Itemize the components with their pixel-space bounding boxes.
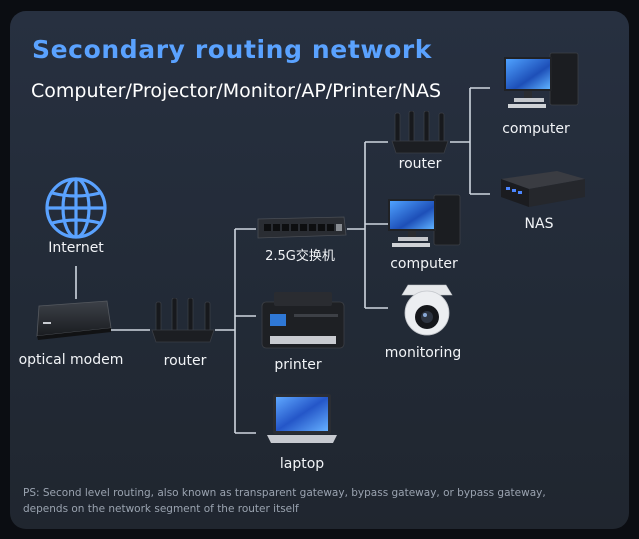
laptop-icon <box>267 394 337 443</box>
router-secondary-label: router <box>398 156 442 172</box>
monitoring-label: monitoring <box>384 345 462 361</box>
footnote-line-2: depends on the network segment of the ro… <box>23 503 299 515</box>
printer-icon <box>261 292 345 349</box>
globe-icon <box>45 177 107 239</box>
laptop-label: laptop <box>279 456 325 472</box>
router-main-label: router <box>163 353 207 369</box>
nas-icon <box>501 171 585 207</box>
connector-lines <box>75 87 490 434</box>
internet-label: Internet <box>48 240 104 256</box>
security-camera-icon <box>401 284 453 336</box>
diagram-subtitle: Computer/Projector/Monitor/AP/Printer/NA… <box>31 80 442 102</box>
desktop-computer-icon <box>504 52 579 108</box>
computer-mid-label: computer <box>390 256 458 272</box>
printer-label: printer <box>274 357 322 373</box>
desktop-computer-icon-2 <box>388 194 461 247</box>
computer-top-label: computer <box>502 121 570 137</box>
router-icon-secondary <box>391 111 449 154</box>
diagram-title: Secondary routing network <box>32 35 432 64</box>
optical-modem-label: optical modem <box>18 352 124 368</box>
optical-modem-icon <box>36 300 112 340</box>
router-icon <box>151 298 215 343</box>
footnote: PS: Second level routing, also known as … <box>23 485 583 517</box>
footnote-line-1: PS: Second level routing, also known as … <box>23 487 546 499</box>
network-switch-icon <box>257 216 347 239</box>
switch-label: 2.5G交换机 <box>265 249 335 264</box>
diagram-card: Secondary routing network Computer/Proje… <box>10 11 629 529</box>
nas-label: NAS <box>524 216 554 232</box>
